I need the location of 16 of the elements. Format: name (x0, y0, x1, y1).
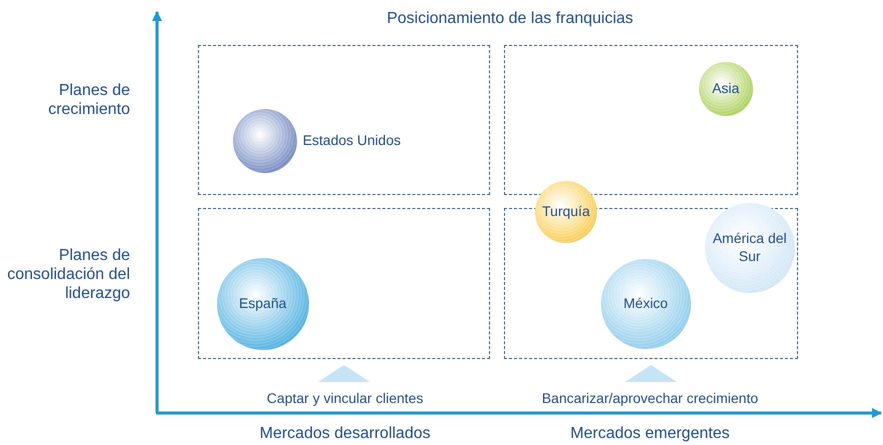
quadrant-box (198, 45, 490, 195)
axis-label: Mercados emergentes (569, 424, 731, 444)
axis-label: Mercados desarrollados (258, 424, 432, 444)
region-name: Asia (712, 80, 740, 98)
quadrant-box (504, 45, 798, 195)
quadrant-box (198, 208, 490, 359)
region-name: Turquía (542, 203, 590, 221)
axis-label: Captar y vincular clientes (266, 390, 424, 407)
region-name: México (624, 294, 668, 312)
region-name: Estados Unidos (302, 132, 401, 148)
chart-title: Posicionamiento de las franquicias (386, 10, 634, 28)
axis-label: Bancarizar/aprovechar crecimiento (540, 390, 760, 407)
region-name: España (238, 294, 286, 312)
axis-label: Planes de consolidación del liderazgo (6, 246, 130, 304)
region-name: América del Sur (712, 230, 788, 266)
axis-label: Planes de crecimiento (47, 81, 130, 120)
